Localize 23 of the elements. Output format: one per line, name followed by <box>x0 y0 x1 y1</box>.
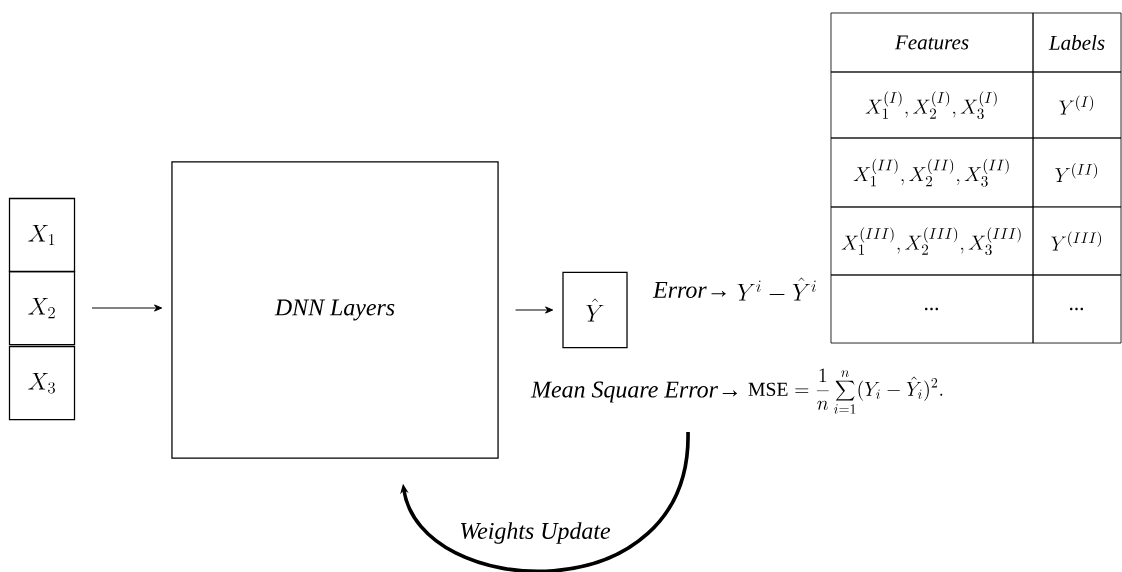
edge-label: Weights Update <box>458 520 612 546</box>
table-header: Labels <box>1032 12 1122 73</box>
table-cell: $X_1^{(II)}, X_2^{(II)}, X_3^{(II)}$ <box>830 137 1034 208</box>
table-cell: $Y^{(II)}$ <box>1032 137 1122 208</box>
input-cell: $X_2$ <box>8 270 76 346</box>
table-cell: $X_1^{(I)}, X_2^{(I)}, X_3^{(I)}$ <box>830 71 1034 139</box>
error-label: Error→ <box>652 282 726 298</box>
output-box: $\hat{Y}$ <box>562 271 628 349</box>
mse-formula: $\mathrm{MSE} = \frac{1}{n}\sum_{i=1}^{n}(Y_i - \hat{Y}_i)^2.$ <box>748 368 943 414</box>
error-formula: $Y^{i} - \hat{Y}^{i}$ <box>737 277 816 301</box>
curved-arrow <box>400 431 690 572</box>
table-cell: ... <box>1032 274 1122 344</box>
arrow <box>515 306 554 314</box>
input-cell: $X_1$ <box>8 197 76 273</box>
mse-label: Mean Square Error→ <box>530 381 737 403</box>
input-cell: $X_3$ <box>8 345 76 421</box>
table-cell: $Y^{(III)}$ <box>1032 206 1122 276</box>
process-box: DNN Layers <box>171 161 499 459</box>
table-header: Features <box>830 12 1034 73</box>
table-cell: $X_1^{(III)}, X_2^{(III)}, X_3^{(III)}$ <box>830 206 1034 276</box>
arrow <box>91 304 163 312</box>
table-cell: $Y^{(I)}$ <box>1032 71 1122 139</box>
table-cell: ... <box>830 274 1034 344</box>
